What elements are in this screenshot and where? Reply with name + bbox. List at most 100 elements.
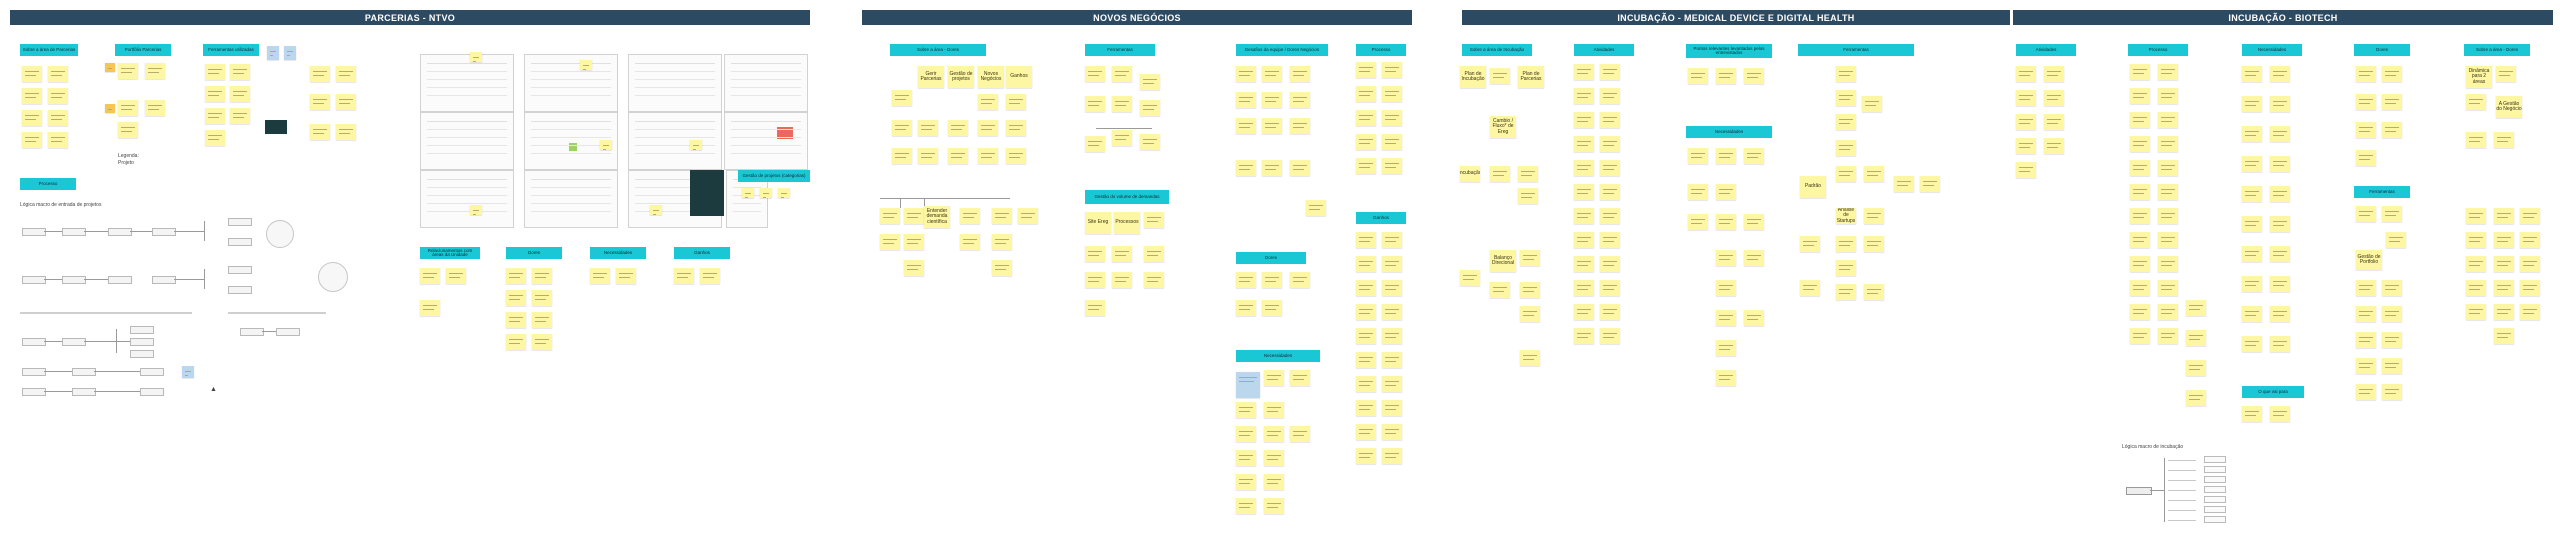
header-ferramentas[interactable]: Ferramentas utilizadas: [203, 44, 259, 56]
sticky-note[interactable]: [1836, 140, 1856, 156]
sticky-note[interactable]: [1356, 424, 1376, 440]
sticky-note[interactable]: [2466, 132, 2486, 148]
sticky-note[interactable]: [1085, 136, 1105, 152]
sticky-note[interactable]: [948, 148, 968, 164]
sticky-note[interactable]: [2186, 390, 2206, 406]
sticky-note[interactable]: [1356, 62, 1376, 78]
sticky-note[interactable]: [1688, 214, 1708, 230]
sticky-note[interactable]: [1716, 214, 1736, 230]
flow-node[interactable]: [22, 368, 46, 376]
sticky-note[interactable]: [2130, 328, 2150, 344]
sticky-note[interactable]: [2356, 66, 2376, 82]
embedded-image[interactable]: [265, 120, 287, 134]
sticky-note[interactable]: [420, 300, 440, 316]
sticky-note[interactable]: [446, 268, 466, 284]
sticky-note[interactable]: [2466, 208, 2486, 224]
sticky-note[interactable]: [118, 100, 138, 116]
sticky-note[interactable]: [2382, 358, 2402, 374]
header-portfolio[interactable]: Portfólio Parcerias: [115, 44, 171, 56]
sticky-note[interactable]: [2130, 88, 2150, 104]
sticky-note[interactable]: [992, 260, 1012, 276]
sticky-note[interactable]: [1382, 376, 1402, 392]
sticky-note[interactable]: [2130, 208, 2150, 224]
sticky-note[interactable]: Balanço Direcional: [1490, 250, 1516, 272]
sticky-note[interactable]: [310, 94, 330, 110]
tree-leaf-node[interactable]: [2204, 516, 2226, 523]
sticky-note[interactable]: [2520, 232, 2540, 248]
sticky-note[interactable]: [1264, 450, 1284, 466]
header-sobre-parcerias[interactable]: Sobre a área de Parcerias: [20, 44, 78, 56]
sticky-note[interactable]: [48, 88, 68, 104]
sticky-note[interactable]: [182, 366, 194, 378]
sticky-note[interactable]: [1236, 372, 1260, 398]
sticky-note[interactable]: [2356, 306, 2376, 322]
sticky-note[interactable]: [1716, 310, 1736, 326]
flow-node[interactable]: [152, 276, 176, 284]
flow-node[interactable]: [62, 228, 86, 236]
sticky-note[interactable]: [1716, 184, 1736, 200]
flow-circle[interactable]: [318, 262, 348, 292]
sticky-note[interactable]: [2382, 94, 2402, 110]
sticky-note[interactable]: [2242, 406, 2262, 422]
sticky-note[interactable]: [1264, 474, 1284, 490]
sticky-note[interactable]: A Gestão do Negócio: [2496, 96, 2522, 118]
sticky-note[interactable]: [506, 268, 526, 284]
sticky-note[interactable]: Gerir Parcerias: [918, 66, 944, 88]
sticky-note[interactable]: [1356, 328, 1376, 344]
sticky-note[interactable]: [1112, 96, 1132, 112]
sticky-note[interactable]: [532, 334, 552, 350]
sticky-note[interactable]: [904, 208, 924, 224]
sticky-note[interactable]: [420, 268, 440, 284]
sticky-note[interactable]: [532, 312, 552, 328]
header-pontos-relevantes[interactable]: Pontos relevantes levantados pelos entre…: [1686, 44, 1772, 58]
sticky-note[interactable]: [205, 86, 225, 102]
sticky-note[interactable]: [1862, 96, 1882, 112]
sticky-note[interactable]: [2356, 358, 2376, 374]
sticky-note[interactable]: [1574, 64, 1594, 80]
header-necessidades-parcerias[interactable]: Necessidades: [590, 247, 646, 259]
sticky-note[interactable]: [2356, 206, 2376, 222]
sticky-note[interactable]: [1520, 306, 1540, 322]
sticky-note[interactable]: [1236, 66, 1256, 82]
sticky-note[interactable]: [1600, 280, 1620, 296]
sticky-note[interactable]: [1382, 352, 1402, 368]
sticky-note[interactable]: [918, 148, 938, 164]
sticky-note[interactable]: [1574, 88, 1594, 104]
sticky-note[interactable]: [600, 140, 612, 150]
flow-node[interactable]: [22, 388, 46, 396]
screenshot-thumbnail[interactable]: [724, 54, 808, 112]
sticky-note[interactable]: [1744, 148, 1764, 164]
sticky-note[interactable]: [2130, 280, 2150, 296]
sticky-note[interactable]: [978, 120, 998, 136]
sticky-note[interactable]: [1920, 176, 1940, 192]
flow-node[interactable]: [108, 228, 132, 236]
header-ganhos-parcerias[interactable]: Ganhos: [674, 247, 730, 259]
sticky-note[interactable]: [960, 234, 980, 250]
sticky-note[interactable]: [1290, 66, 1310, 82]
sticky-note[interactable]: [1140, 134, 1160, 150]
sticky-note[interactable]: [1085, 272, 1105, 288]
sticky-note[interactable]: [978, 148, 998, 164]
sticky-note[interactable]: [2130, 136, 2150, 152]
sticky-note[interactable]: [1800, 236, 1820, 252]
screenshot-thumbnail[interactable]: [420, 54, 514, 112]
sticky-note[interactable]: [742, 188, 754, 198]
header-dores-parcerias[interactable]: Dores: [506, 247, 562, 259]
header-o-que-vai-para[interactable]: O que vai para: [2242, 386, 2304, 398]
sticky-note[interactable]: [1112, 66, 1132, 82]
sticky-note[interactable]: [2158, 232, 2178, 248]
sticky-note[interactable]: [1864, 284, 1884, 300]
sticky-note[interactable]: [22, 110, 42, 126]
sticky-note[interactable]: [1236, 474, 1256, 490]
sticky-note[interactable]: [2356, 280, 2376, 296]
sticky-note[interactable]: [1236, 160, 1256, 176]
sticky-note[interactable]: [1574, 184, 1594, 200]
sticky-note[interactable]: [284, 46, 296, 60]
sticky-note[interactable]: [880, 234, 900, 250]
sticky-note[interactable]: [1864, 236, 1884, 252]
sticky-note[interactable]: [2382, 332, 2402, 348]
sticky-note[interactable]: [1460, 270, 1480, 286]
screenshot-thumbnail[interactable]: [724, 112, 808, 170]
flow-node[interactable]: [22, 338, 46, 346]
sticky-note[interactable]: Ganhos: [1006, 66, 1032, 88]
